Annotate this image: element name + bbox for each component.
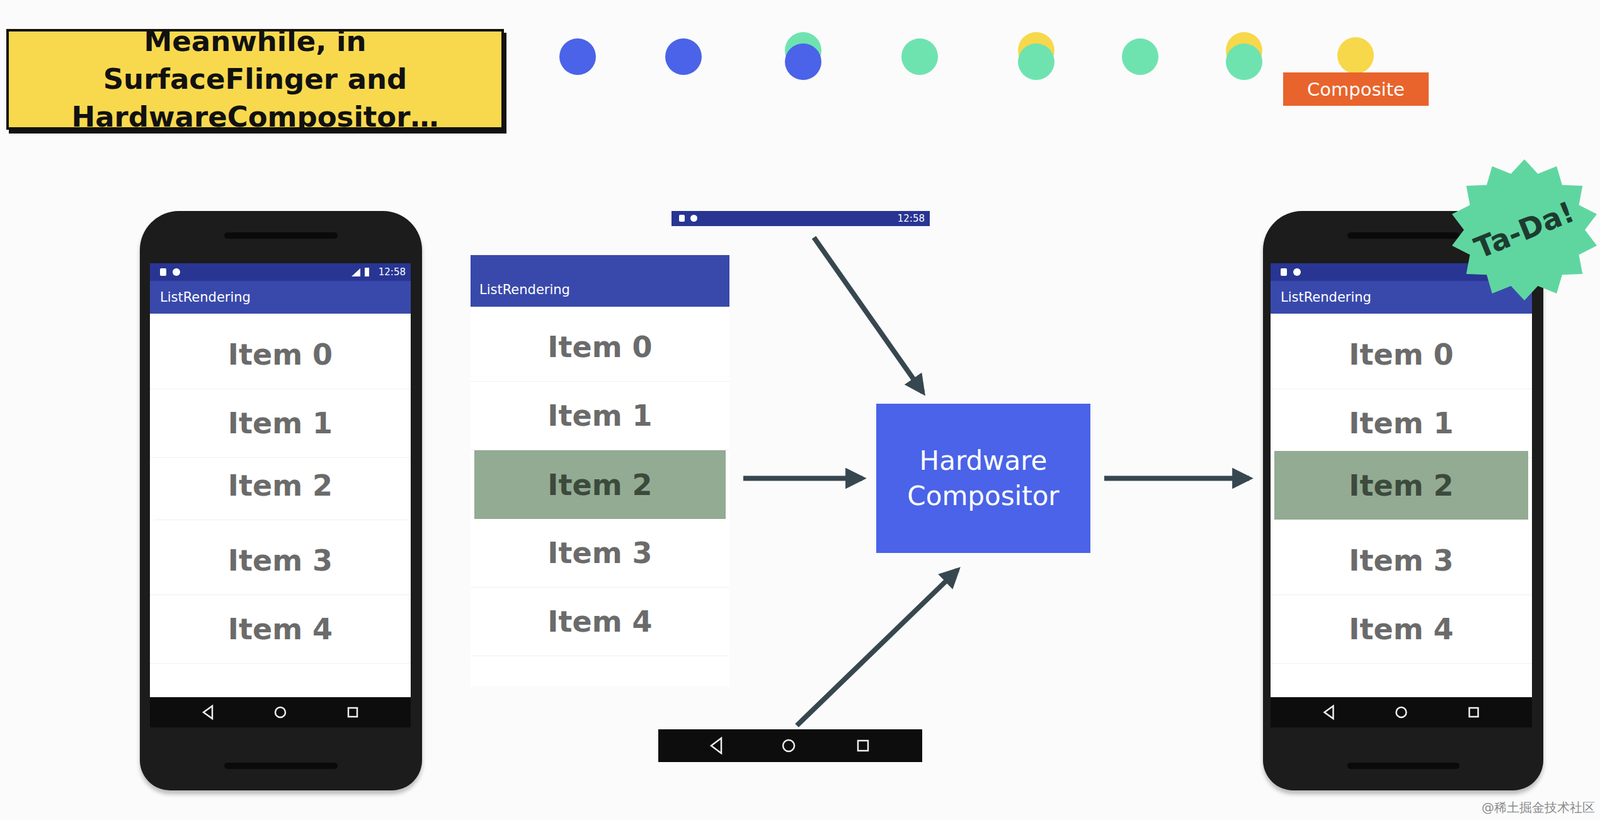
tag-text: Composite — [1307, 78, 1405, 101]
phone-screen: ListRenderingItem 0 Item 1 Item 2 Item 3 Ite… — [1270, 263, 1532, 728]
list-item: Item 1 — [228, 406, 333, 441]
nav-icons — [1270, 697, 1532, 728]
app-title: ListRendering — [479, 281, 571, 298]
phone-screen: 12:58ListRenderingItem 0 Item 1 Item 2 Item… — [149, 263, 411, 728]
list-item: Item 4 — [1348, 612, 1454, 647]
status-icon — [160, 268, 167, 276]
list-row: Item 0 — [1270, 320, 1532, 390]
list-item: Item 1 — [547, 398, 652, 433]
app-bar: ListRendering — [149, 280, 411, 314]
list-row: Item 2 — [153, 451, 407, 521]
list-item: Item 0 — [1348, 337, 1454, 372]
list-item: Item 0 — [547, 330, 652, 365]
list-item: Item 1 — [1348, 406, 1454, 441]
nav-arrow — [796, 570, 958, 726]
phone-body: 12:58ListRenderingItem 0 Item 1 Item 2 Item… — [139, 211, 423, 791]
star-polygon — [1451, 159, 1597, 301]
nav-back — [203, 706, 213, 719]
list-row: Item 1 — [149, 388, 411, 458]
timeline-dots — [559, 32, 1374, 80]
nav-home — [1396, 707, 1407, 718]
list-row: Item 3 — [470, 519, 730, 588]
status-icon — [690, 214, 698, 222]
nav-bar — [149, 697, 411, 728]
left-phone: 12:58ListRenderingItem 0 Item 1 Item 2 Item… — [139, 211, 423, 791]
status-icon — [1280, 268, 1287, 276]
star-text: Ta-Da! — [1469, 194, 1580, 266]
list-row: Item 4 — [470, 587, 730, 657]
list-row: Item 1 — [470, 381, 730, 451]
list-row: Item 4 — [149, 594, 411, 664]
status-icon — [351, 268, 361, 277]
arrow-connector — [1104, 476, 1250, 482]
nav-back — [1324, 706, 1334, 719]
list-row: Item 2 — [1274, 451, 1529, 520]
nav-icons — [149, 697, 411, 728]
title-text: Meanwhile, in SurfaceFlinger and Hardwar… — [53, 22, 457, 137]
list-item: Item 2 — [228, 468, 333, 503]
nav-recent — [348, 708, 358, 717]
list-item: Item 4 — [547, 604, 652, 639]
app-title: ListRendering — [160, 289, 251, 306]
nav-home — [275, 707, 286, 718]
status-icon — [364, 267, 370, 277]
status-time: 12:58 — [378, 265, 406, 279]
list-row: Item 3 — [1270, 525, 1532, 596]
compositor-label: Hardware Compositor — [891, 443, 1075, 515]
status-bar: 12:58 — [149, 263, 411, 281]
arrow-connector — [743, 476, 863, 482]
list-item: Item 3 — [547, 536, 652, 571]
status-bar-layer: 12:58 — [671, 211, 930, 227]
list-item: Item 2 — [1348, 468, 1454, 503]
list-item: Item 0 — [228, 337, 333, 372]
phone-speaker — [224, 762, 338, 770]
list-row: Item 4 — [1270, 594, 1532, 664]
nav-bar — [1270, 697, 1532, 728]
app-bar: ListRendering — [470, 255, 730, 307]
app-title: ListRendering — [1280, 289, 1372, 306]
tada-star: Ta-Da! — [1442, 154, 1600, 306]
list-row: Item 2 — [474, 450, 726, 520]
arrow-connector — [813, 237, 923, 393]
list-item: Item 3 — [228, 543, 333, 578]
nav-bar-layer — [658, 729, 923, 763]
star-text-wrap: Ta-Da! — [1442, 154, 1600, 306]
status-icon — [1293, 268, 1301, 276]
app-layer: ListRenderingItem 0 Item 1 Item 2 Item 3 Ite… — [470, 255, 730, 687]
watermark: @稀土掘金技术社区 — [1481, 799, 1595, 817]
list-row: Item 0 — [470, 313, 730, 382]
title-banner: Meanwhile, in SurfaceFlinger and Hardwar… — [6, 28, 504, 130]
phone-speaker — [224, 232, 338, 239]
list-item: Item 2 — [547, 468, 652, 503]
phone-speaker — [1347, 232, 1460, 239]
status-icon — [172, 268, 181, 276]
phone-speaker — [1347, 762, 1460, 770]
composite-tag: Composite — [1283, 72, 1429, 106]
list-item: Item 3 — [1348, 543, 1454, 578]
list-row: Item 1 — [1270, 388, 1532, 458]
status-time: 12:58 — [897, 212, 925, 225]
compositor-box: Hardware Compositor — [876, 403, 1091, 554]
list-row: Item 3 — [149, 525, 411, 596]
phone-node: ListRenderingItem 0 Item 1 Item 2 Item 3 Ite… — [1262, 211, 1544, 791]
phone-body: ListRenderingItem 0 Item 1 Item 2 Item 3 Ite… — [1262, 211, 1544, 791]
status-icon — [679, 214, 685, 222]
list-row: Item 0 — [149, 320, 411, 390]
nav-recent — [1469, 708, 1479, 717]
list-item: Item 4 — [228, 612, 333, 647]
